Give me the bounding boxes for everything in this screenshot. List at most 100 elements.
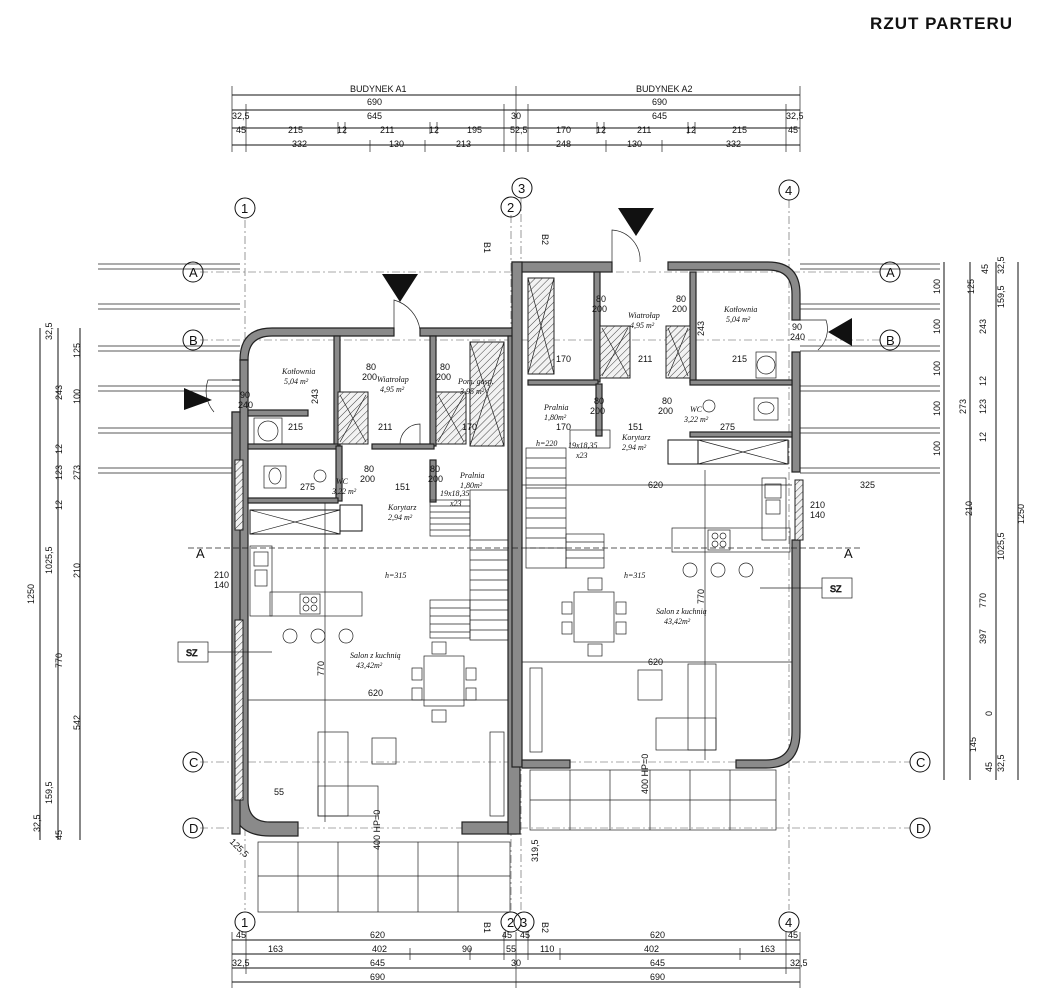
a1-door-200b: 200 [436,372,451,382]
dim-top-195: 195 [467,125,482,135]
building-a2-label: BUDYNEK A2 [636,84,693,94]
room-a1-pralnia: Pralnia [459,471,484,480]
room-a1-korytarz: Korytarz [387,503,417,512]
a2-dim-620: 620 [648,480,663,490]
dim-right-125: 125 [966,279,976,294]
dim-top-211-l: 211 [380,125,394,135]
a2-door-200: 200 [592,304,607,314]
entrance-arrow-a2-top [618,208,654,236]
axis-a-right: A [886,265,895,280]
dim-right-100b: 100 [932,319,942,334]
room-a1-wiatrolap: Wiatrołap [377,375,409,384]
a1-door-80: 80 [366,362,376,372]
a2-door-200c: 200 [590,406,605,416]
a1-door-200: 200 [362,372,377,382]
a2-height: h=315 [624,571,645,580]
dim-bot-45b: 45 [502,930,512,940]
a1-window-140: 140 [214,580,229,590]
section-b2-top: B2 [540,234,550,245]
dim-top-248: 248 [556,139,571,149]
axis-2-top: 2 [507,200,514,215]
a1-dim-55: 55 [274,787,284,797]
dim-top-130-r: 130 [627,139,642,149]
a1-door-80b: 80 [440,362,450,372]
dim-bot-163a: 163 [268,944,283,954]
axis-bubble-2-top [500,196,522,218]
a1-dim-243: 243 [310,389,320,404]
dim-left-325a: 32,5 [44,322,54,340]
dim-bot-620a: 620 [370,930,385,940]
axis-bubble-b-left [182,329,204,351]
a2-door-80: 80 [596,294,606,304]
a2-dim-243: 243 [696,321,706,336]
axis-bubble-d-left [182,817,204,839]
stairs-a2 [525,429,611,569]
axis-c-right: C [916,755,925,770]
dim-right-325b: 32,5 [996,754,1006,772]
building-a2-walls [511,261,804,769]
dim-bot-45d: 45 [788,930,798,940]
axis-bubbles: 1 2 3 4 1 2 3 4 A B C D A B C D [182,177,931,933]
dim-left-770: 770 [54,653,64,668]
axis-1-bot: 1 [241,915,248,930]
dim-right-1250: 1250 [1016,504,1026,524]
dim-bot-45a: 45 [236,930,246,940]
a1-height: h=315 [385,571,406,580]
sz-label-a1: SZ [186,648,198,658]
section-b1-bot: B1 [482,922,492,933]
dim-right-0: 0 [984,711,994,716]
sz-markers: SZ SZ [177,577,853,663]
dim-top-45-l: 45 [236,125,246,135]
room-a1-salon-area: 43,42m² [356,661,383,670]
dim-right-45a: 45 [980,264,990,274]
a2-door-80d: 80 [662,396,672,406]
terrace-a2 [529,769,777,831]
axis-bubble-b-right [879,329,901,351]
dim-top-332-l: 332 [292,139,307,149]
dim-bot-55: 55 [506,944,516,954]
axis-4-top: 4 [785,183,792,198]
axis-b-left: B [189,333,198,348]
room-a1-salon: Salon z kuchnią [350,651,401,660]
dim-top-211-r: 211 [637,125,651,135]
a2-door-80b: 80 [676,294,686,304]
dim-top-215-r: 215 [732,125,747,135]
axis-bubble-a-left [182,261,204,283]
axis-bubble-2-bot [500,911,522,933]
dim-top-130-l: 130 [389,139,404,149]
interior-dims [248,470,792,822]
a1-door-80d: 80 [430,464,440,474]
entrance-arrow-a1-top [382,274,418,302]
a2-dim-170b: 170 [556,422,571,432]
room-a2-pralnia-area: 1,80m² [544,413,567,422]
a1-stairs-count: x23 [449,499,462,508]
axis-bubble-c-left [182,751,204,773]
dim-left-100: 100 [72,389,82,404]
a2-terrace: 400 HP=0 [640,754,650,794]
dim-bot-402a: 402 [372,944,387,954]
dim-right-123: 123 [978,399,988,414]
a1-window-90: 90 [240,390,250,400]
left-dimensions: 1250 1025,5 32,5 159,5 32,5 45 125 243 1… [26,322,82,840]
dim-top-645-a1: 645 [367,111,382,121]
section-b2-bot: B2 [540,922,550,933]
stairs-a1 [429,489,509,641]
dim-bot-402b: 402 [644,944,659,954]
dim-left-12b: 12 [54,500,64,510]
dim-right-397: 397 [978,629,988,644]
a1-door-200c: 200 [360,474,375,484]
room-a1-korytarz-area: 2,94 m² [388,513,413,522]
dim-right-10255: 1025,5 [996,532,1006,560]
a2-stairs-count: x23 [575,451,588,460]
axis-3-top: 3 [518,181,525,196]
rooms-a2: Wiatrołap 4,95 m² Kotłownia 5,04 m² Pral… [536,294,875,794]
dim-top-332-r: 332 [726,139,741,149]
a1-dim-620: 620 [368,688,383,698]
dim-left-273: 273 [72,465,82,480]
a1-dim-215: 215 [288,422,303,432]
building-a1-label: BUDYNEK A1 [350,84,407,94]
section-b1-top: B1 [482,242,492,253]
dim-bot-30: 30 [511,958,521,968]
dim-top-690-a2: 690 [652,97,667,107]
section-a-right: A [844,546,853,561]
